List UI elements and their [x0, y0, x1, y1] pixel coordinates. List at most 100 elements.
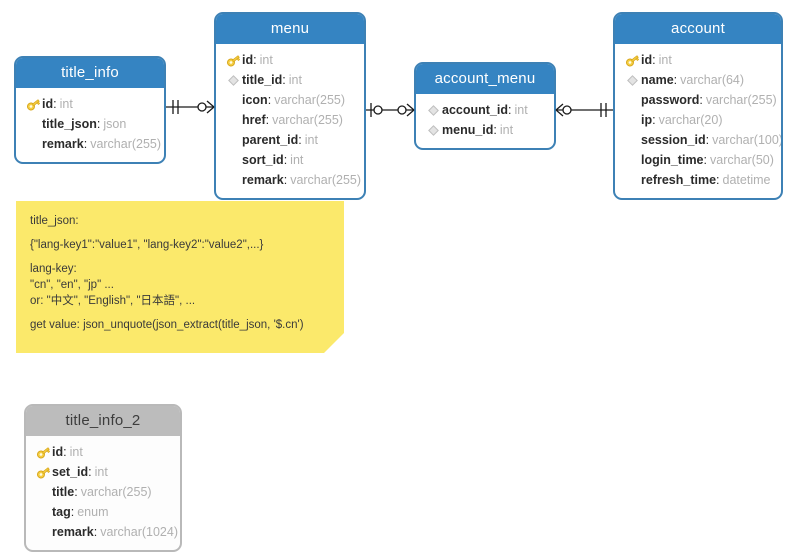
field-row[interactable]: title:varchar(255): [34, 482, 172, 502]
field-separator: :: [705, 133, 710, 147]
field-row[interactable]: id:int: [24, 94, 156, 114]
blank-icon: [24, 116, 42, 132]
field-row[interactable]: id:int: [224, 50, 356, 70]
field-name: password: [641, 93, 700, 107]
field-row[interactable]: menu_id:int: [424, 120, 546, 140]
entity-title_info-fields: id:int title_json:json remark:varchar(25…: [16, 88, 164, 162]
entity-account-fields: id:int name:varchar(64) password:varchar…: [615, 44, 781, 198]
field-type: varchar(1024): [100, 525, 179, 539]
entity-title_info_2-header: title_info_2: [26, 406, 180, 436]
entity-menu[interactable]: menu id:int title_id:int icon:varchar(25…: [214, 12, 366, 200]
field-type: int: [658, 53, 672, 67]
entity-title_info_2[interactable]: title_info_2 id:int set_id:int title:var…: [24, 404, 182, 552]
sticky-note-title_json[interactable]: title_json: {"lang-key1":"value1", "lang…: [16, 201, 344, 353]
entity-menu-fields: id:int title_id:int icon:varchar(255) hr…: [216, 44, 364, 198]
field-separator: :: [298, 133, 302, 147]
field-row[interactable]: sort_id:int: [224, 150, 356, 170]
field-row[interactable]: password:varchar(255): [623, 90, 777, 110]
field-name: ip: [641, 113, 653, 127]
field-type: int: [290, 153, 304, 167]
field-separator: :: [74, 485, 78, 499]
field-row[interactable]: id:int: [34, 442, 172, 462]
field-type: varchar(255): [80, 485, 152, 499]
field-type: varchar(255): [90, 137, 162, 151]
field-type: enum: [77, 505, 109, 519]
field-name: icon: [242, 93, 268, 107]
blank-icon: [224, 112, 242, 128]
relationship-title_info-menu[interactable]: [166, 95, 215, 119]
field-name: id: [52, 445, 64, 459]
field-separator: :: [253, 53, 257, 67]
field-row[interactable]: ip:varchar(20): [623, 110, 773, 130]
entity-account_menu[interactable]: account_menu account_id:int menu_id:int: [414, 62, 556, 150]
field-name: refresh_time: [641, 173, 717, 187]
entity-account_menu-fields: account_id:int menu_id:int: [416, 94, 554, 148]
relationship-account_menu-account[interactable]: [555, 98, 613, 122]
note-line: "cn", "en", "jp" ...: [30, 279, 114, 291]
diamond-icon: [424, 122, 442, 138]
field-row[interactable]: remark:varchar(255): [224, 170, 361, 190]
field-row[interactable]: remark:varchar(1024): [34, 522, 178, 542]
field-name: account_id: [442, 103, 508, 117]
field-name: id: [641, 53, 653, 67]
note-line: get value: json_unquote(json_extract(tit…: [30, 319, 304, 331]
field-row[interactable]: icon:varchar(255): [224, 90, 356, 110]
field-name: id: [242, 53, 254, 67]
field-separator: :: [652, 113, 656, 127]
field-row[interactable]: session_id:varchar(100): [623, 130, 781, 150]
field-row[interactable]: id:int: [623, 50, 773, 70]
key-icon: [224, 52, 242, 68]
field-row[interactable]: tag:enum: [34, 502, 172, 522]
blank-icon: [623, 112, 641, 128]
note-line: {"lang-key1":"value1", "lang-key2":"valu…: [30, 239, 264, 251]
note-line: or: "中文", "English", "日本語", ...: [30, 295, 196, 307]
field-type: varchar(255): [274, 93, 346, 107]
blank-icon: [224, 172, 242, 188]
entity-menu-header: menu: [216, 14, 364, 44]
entity-title_info[interactable]: title_info id:int title_json:json remark…: [14, 56, 166, 164]
field-row[interactable]: parent_id:int: [224, 130, 356, 150]
field-row[interactable]: refresh_time:datetime: [623, 170, 773, 190]
field-separator: :: [83, 137, 88, 151]
field-row[interactable]: remark:varchar(255): [24, 134, 161, 154]
field-row[interactable]: login_time:varchar(50): [623, 150, 774, 170]
field-name: session_id: [641, 133, 706, 147]
field-type: int: [259, 53, 273, 67]
field-type: int: [304, 133, 318, 147]
blank-icon: [34, 504, 52, 520]
blank-icon: [224, 132, 242, 148]
field-row[interactable]: name:varchar(64): [623, 70, 773, 90]
note-fold-corner: [324, 333, 344, 353]
field-type: varchar(20): [658, 113, 723, 127]
field-type: varchar(255): [272, 113, 343, 127]
field-row[interactable]: account_id:int: [424, 100, 546, 120]
field-row[interactable]: href:varchar(255): [224, 110, 356, 130]
key-icon: [34, 444, 52, 460]
field-separator: :: [53, 97, 57, 111]
diamond-icon: [623, 72, 641, 88]
diamond-icon: [424, 102, 442, 118]
field-row[interactable]: set_id:int: [34, 462, 172, 482]
field-separator: :: [283, 173, 288, 187]
field-separator: :: [508, 103, 512, 117]
field-type: int: [514, 103, 528, 117]
entity-account[interactable]: account id:int name:varchar(64) password…: [613, 12, 783, 200]
field-separator: :: [283, 153, 288, 167]
field-name: title_json: [42, 117, 97, 131]
field-separator: :: [282, 73, 286, 87]
field-type: int: [59, 97, 73, 111]
relationship-menu-account_menu[interactable]: [366, 98, 415, 122]
field-separator: :: [703, 153, 707, 167]
key-icon: [24, 96, 42, 112]
blank-icon: [224, 152, 242, 168]
field-name: tag: [52, 505, 71, 519]
diamond-icon: [224, 72, 242, 88]
field-name: title_id: [242, 73, 283, 87]
entity-title_info-header: title_info: [16, 58, 164, 88]
field-type: int: [94, 465, 108, 479]
field-row[interactable]: title_json:json: [24, 114, 156, 134]
field-row[interactable]: title_id:int: [224, 70, 356, 90]
field-type: varchar(255): [290, 173, 362, 187]
field-separator: :: [673, 73, 678, 87]
field-separator: :: [70, 505, 75, 519]
